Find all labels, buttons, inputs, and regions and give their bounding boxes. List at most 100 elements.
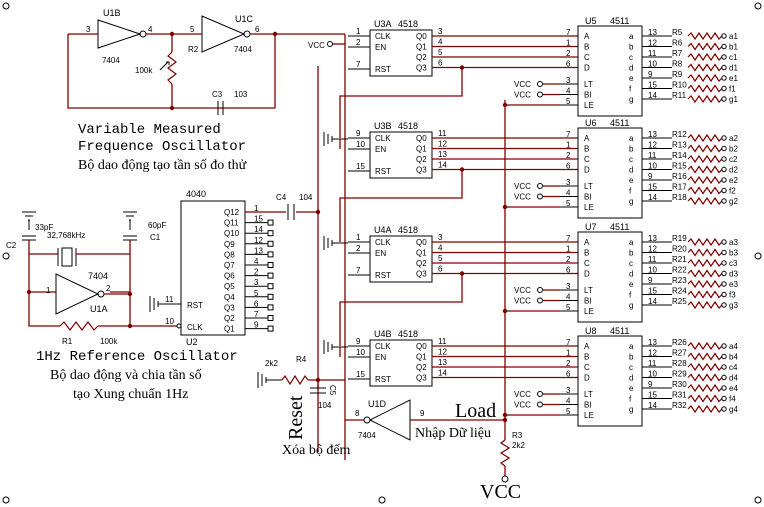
counter-pin-number: 4 — [438, 244, 443, 253]
counter-pin-number: 13 — [438, 358, 447, 367]
segment-label: g1 — [729, 95, 738, 104]
svg-text:2k2: 2k2 — [265, 359, 278, 368]
decoder-pin-number: 7 — [566, 28, 571, 37]
resistor-label: R20 — [672, 245, 687, 254]
svg-text:b: b — [629, 145, 634, 154]
svg-text:33pF: 33pF — [35, 223, 53, 232]
svg-text:e: e — [629, 384, 634, 393]
svg-text:g: g — [629, 405, 633, 414]
svg-text:LE: LE — [584, 411, 594, 420]
u1c-label: U1C — [235, 14, 254, 24]
resistor-label: R19 — [672, 234, 687, 243]
svg-text:Q0: Q0 — [416, 342, 427, 351]
variable-oscillator: U1B U1C 3 4 7404 5 6 7404 R2 100k C3 103… — [67, 8, 345, 173]
divider-output-label: Q2 — [224, 314, 235, 323]
counter-pin-number: 1 — [356, 27, 361, 36]
segment-label: b3 — [729, 249, 738, 258]
svg-text:A: A — [584, 32, 590, 41]
svg-text:C1: C1 — [150, 233, 161, 242]
divider-output-label: Q1 — [224, 325, 235, 334]
resistor-label: R30 — [672, 380, 687, 389]
decoder-pin-number: 14 — [648, 401, 657, 410]
resistor-label: R25 — [672, 297, 687, 306]
svg-text:Q3: Q3 — [416, 270, 427, 279]
vcc-label: VCC — [514, 193, 531, 202]
svg-text:EN: EN — [375, 353, 386, 362]
decoder-pin-number: 3 — [566, 76, 571, 85]
decoder-pin-number: 6 — [566, 266, 571, 275]
svg-text:U2: U2 — [186, 337, 198, 347]
svg-text:D: D — [584, 270, 590, 279]
counter-chip: 4518 — [398, 225, 418, 235]
resistor-label: R16 — [672, 172, 687, 181]
svg-text:B: B — [584, 43, 589, 52]
svg-text:C: C — [584, 259, 590, 268]
svg-text:C: C — [584, 53, 590, 62]
decoder-pin-number: 15 — [648, 81, 657, 90]
svg-text:d: d — [629, 270, 633, 279]
decoder-pin-number: 1 — [566, 245, 571, 254]
svg-text:LT: LT — [584, 286, 593, 295]
svg-text:100k: 100k — [135, 66, 153, 75]
resistor-label: R23 — [672, 276, 687, 285]
counter-pin-number: 11 — [438, 337, 447, 346]
var-osc-vn: Bộ dao động tạo tần số đo thử — [78, 158, 247, 173]
svg-text:BI: BI — [584, 401, 592, 410]
decoder-pin-number: 12 — [648, 141, 657, 150]
segment-label: g4 — [729, 405, 738, 414]
svg-text:EN: EN — [375, 43, 386, 52]
svg-text:d: d — [629, 374, 633, 383]
segment-label: f1 — [729, 85, 736, 94]
var-osc-title-2: Frequence Oscillator — [78, 139, 246, 155]
svg-text:C5: C5 — [328, 385, 337, 396]
svg-text:LE: LE — [584, 203, 594, 212]
decoder-pin-number: 7 — [566, 234, 571, 243]
svg-text:104: 104 — [318, 401, 332, 410]
svg-text:C: C — [584, 363, 590, 372]
svg-text:CLK: CLK — [375, 342, 391, 351]
svg-text:CLK: CLK — [375, 134, 391, 143]
counter-pin-number: 14 — [438, 161, 447, 170]
counter-pin-number: 9 — [356, 337, 361, 346]
counter-pin-number: 3 — [438, 233, 443, 242]
decoder-pin-number: 11 — [648, 49, 657, 58]
svg-text:C4: C4 — [276, 193, 287, 202]
divider-output-label: Q3 — [224, 303, 235, 312]
decoder-chip: 4511 — [610, 16, 629, 26]
svg-text:C3: C3 — [212, 90, 223, 99]
decoder-pin-number: 1 — [566, 349, 571, 358]
resistor-label: R24 — [672, 287, 687, 296]
svg-text:Q0: Q0 — [416, 32, 427, 41]
svg-text:C: C — [584, 155, 590, 164]
counter-chip: 4518 — [398, 329, 418, 339]
resistor-label: R6 — [672, 39, 683, 48]
counter-pin-number: 2 — [356, 38, 361, 47]
resistor-label: R7 — [672, 49, 683, 58]
svg-text:Q3: Q3 — [416, 64, 427, 73]
decoder-pin-number: 6 — [566, 60, 571, 69]
u1b-label: U1B — [103, 8, 121, 18]
divider-output-label: Q8 — [224, 250, 235, 259]
svg-text:Q0: Q0 — [416, 134, 427, 143]
svg-text:LT: LT — [584, 182, 593, 191]
resistor-label: R15 — [672, 162, 687, 171]
decoder-pin-number: 15 — [648, 391, 657, 400]
resistor-label: R28 — [672, 359, 687, 368]
decoder-pin-number: 7 — [566, 338, 571, 347]
decoder-name: U7 — [585, 222, 597, 232]
decoder-pin-number: 12 — [648, 349, 657, 358]
svg-text:Q1: Q1 — [416, 145, 427, 154]
vcc-label: VCC — [514, 80, 531, 89]
counter-pin-number: 7 — [356, 60, 361, 69]
decoder-pin-number: 5 — [566, 97, 571, 106]
reset-label: Reset — [285, 395, 307, 440]
svg-text:7404: 7404 — [234, 45, 252, 54]
reset-vn: Xóa bộ đếm — [282, 443, 351, 458]
divider-pin-number: 5 — [254, 289, 259, 298]
svg-text:Q2: Q2 — [416, 53, 427, 62]
svg-text:CLK: CLK — [375, 238, 391, 247]
divider-pin-number: 9 — [254, 321, 259, 330]
